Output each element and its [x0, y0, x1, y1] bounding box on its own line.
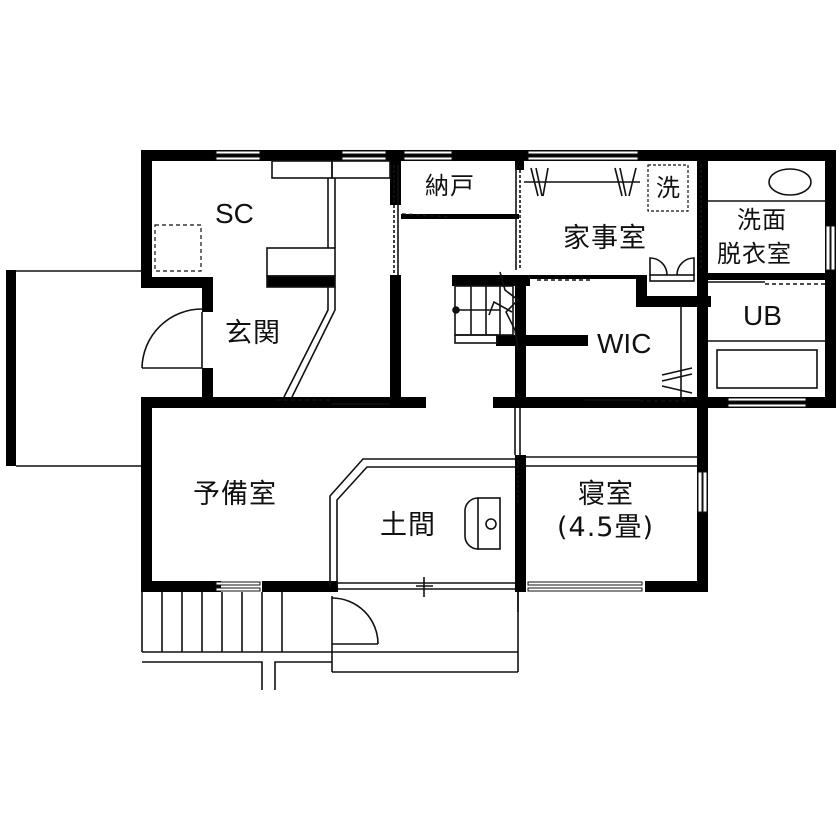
room-label-earthen-floor: 土間: [380, 510, 436, 541]
room-label-bedroom-line1: 寝室: [578, 479, 634, 510]
room-label-wic: WIC: [597, 328, 652, 359]
room-label-spare-room: 予備室: [193, 479, 277, 510]
room-label-sc: SC: [215, 198, 254, 229]
room-label-washroom-line1: 洗面: [737, 206, 787, 234]
room-label-washer: 洗: [656, 174, 681, 202]
windows: [215, 150, 836, 592]
room-label-unit-bath: UB: [743, 300, 782, 331]
room-label-storage: 納戸: [425, 172, 475, 200]
room-label-utility: 家事室: [563, 223, 647, 254]
room-label-bedroom-line2: (4.5畳): [557, 512, 655, 543]
room-label-washroom-line2: 脱衣室: [717, 240, 792, 268]
porch: [6, 270, 142, 467]
interior-lines: [141, 160, 825, 690]
room-label-entrance: 玄関: [225, 318, 281, 349]
